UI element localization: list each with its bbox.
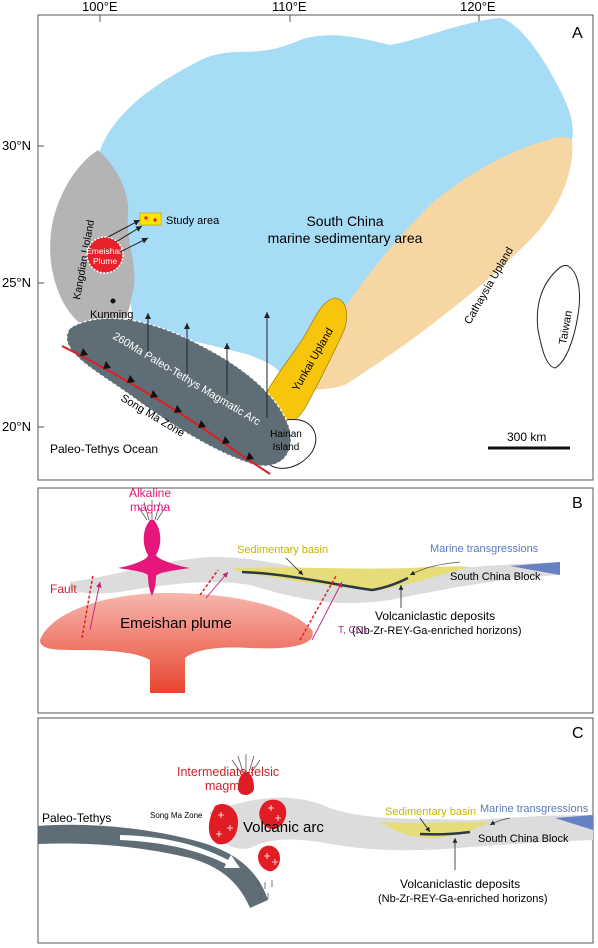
lon-label-100: 100°E — [82, 0, 118, 14]
marine-transgressions-label-c: Marine transgressions — [480, 803, 589, 815]
volcanic-arc-label: Volcanic arc — [243, 819, 324, 836]
paleo-tethys-ocean-label: Paleo-Tethys Ocean — [50, 442, 158, 456]
kunming-label: Kunming — [90, 309, 133, 321]
marine-area — [100, 18, 573, 389]
emeishan-plume — [86, 236, 124, 274]
plume-label-1: Emeishan — [86, 246, 124, 256]
lat-label-25: 25°N — [2, 275, 31, 290]
melt-dashes — [257, 880, 273, 899]
hainan-label-1: Hainan — [270, 429, 302, 440]
alkaline-magma-body — [118, 520, 190, 596]
magma-fumes — [137, 500, 167, 521]
subduction-teeth — [80, 348, 254, 460]
marine-wedge-c — [555, 815, 593, 830]
south-china-block-label-c: South China Block — [478, 833, 569, 845]
song-ma-label-c: Song Ma Zone — [150, 811, 203, 820]
magma-crosses — [216, 805, 281, 865]
t-co2-label: T, CO₂ — [338, 625, 368, 636]
sed-basin-arrow-b — [285, 557, 304, 576]
magma-fumes-c — [231, 754, 261, 774]
panel-a: 100°E 110°E 120°E 30°N 25°N 20°N A Kangd… — [2, 0, 594, 481]
magma-body — [259, 799, 287, 830]
south-china-label-2: marine sedimentary area — [268, 230, 423, 246]
alkaline-label-1: Alkaline — [129, 486, 171, 500]
volc-label-b-2: (Nb-Zr-REY-Ga-enriched horizons) — [352, 625, 522, 637]
kunming-dot — [110, 298, 116, 304]
paleo-tethys-label-c: Paleo-Tethys — [42, 811, 111, 825]
magma-label-c-1: Intermediate-felsic — [177, 765, 279, 779]
emeishan-plume-b — [40, 592, 313, 693]
panel-b: B Emeishan plume Alkaline magma — [37, 486, 594, 714]
study-area-box — [139, 212, 162, 226]
marine-transgressions-label-b: Marine transgressions — [430, 543, 539, 555]
lon-label-120: 120°E — [460, 0, 496, 14]
volcaniclastic-horizon-b — [241, 570, 409, 592]
sedimentary-basin-c — [380, 822, 490, 838]
alkaline-label-2: magma — [130, 500, 170, 514]
volcaniclastic-horizon-c — [419, 830, 471, 836]
song-ma-zone-line — [61, 345, 271, 475]
cathaysia-upland — [290, 137, 573, 390]
marine-wedge-b — [510, 562, 560, 575]
magma-body — [258, 845, 280, 872]
south-china-block-label-b: South China Block — [450, 571, 541, 583]
sed-basin-label-c: Sedimentary basin — [385, 806, 476, 818]
sed-basin-label-b: Sedimentary basin — [237, 544, 328, 556]
panel-c-label: C — [572, 725, 584, 742]
fault-lines-b — [81, 569, 337, 641]
lat-label-30: 30°N — [2, 138, 31, 153]
magmatic-arc — [66, 317, 292, 467]
magma-label-c-2: magma — [205, 779, 247, 793]
arc-arrows — [145, 312, 270, 418]
lon-label-110: 110°E — [272, 0, 307, 14]
sed-basin-arrow-c — [419, 817, 431, 833]
scale-bar-label: 300 km — [507, 430, 546, 444]
magma-body — [238, 772, 254, 795]
south-china-label-1: South China — [306, 213, 383, 229]
panel-c: C Paleo-Tethys Song Ma Zone — [37, 717, 594, 944]
panel-b-label: B — [572, 495, 583, 512]
slab-motion-arrow — [120, 835, 240, 868]
paleo-tethys-slab — [38, 824, 268, 908]
hainan-label-2: Island — [273, 442, 300, 453]
volc-label-b-1: Volcaniclastic deposits — [375, 609, 495, 623]
plume-label-b: Emeishan plume — [120, 615, 232, 632]
marine-arrow-b — [409, 561, 461, 576]
plume-label-2: Plume — [93, 256, 117, 266]
lat-label-20: 20°N — [2, 419, 31, 434]
taiwan-island — [536, 264, 581, 369]
taiwan-label: Taiwan — [557, 310, 575, 346]
study-area-label: Study area — [166, 215, 220, 227]
fault-label: Fault — [50, 582, 77, 596]
fluid-arrows-b — [89, 571, 343, 641]
study-site-marker — [144, 216, 148, 220]
study-site-marker — [153, 218, 157, 222]
plume-arrows — [107, 219, 149, 253]
volc-label-c-2: (Nb-Zr-REY-Ga-enriched horizons) — [378, 893, 548, 905]
panel-a-label: A — [572, 25, 583, 42]
volc-label-c-1: Volcaniclastic deposits — [400, 877, 520, 891]
marine-arrow-c — [489, 817, 511, 826]
